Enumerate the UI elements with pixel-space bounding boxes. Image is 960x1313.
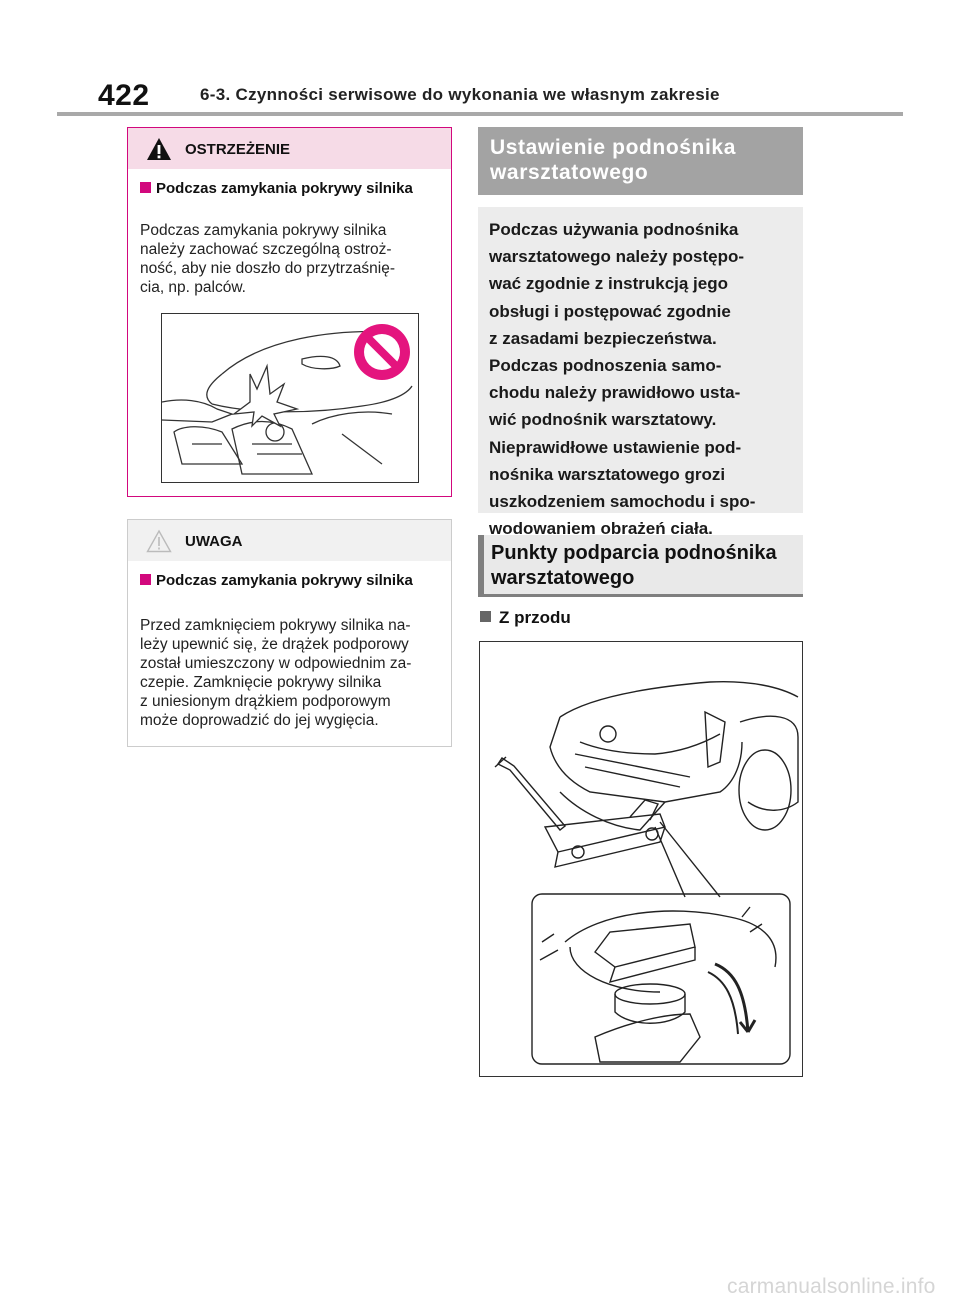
info-box: Podczas używania podnośnika warsztatoweg… [478, 207, 803, 538]
warning-header: OSTRZEŻENIE [128, 128, 451, 169]
floor-jack-drawing [494, 680, 799, 1065]
caution-body: Przed zamknięciem pokrywy silnika na- le… [140, 617, 412, 729]
page-number: 422 [98, 79, 150, 112]
warning-box: OSTRZEŻENIE Podczas zamykania pokrywy si… [127, 127, 452, 497]
caution-header: UWAGA [128, 520, 451, 561]
warning-subheading: Podczas zamykania pokrywy silnika [140, 179, 436, 198]
front-label: Z przodu [480, 608, 571, 628]
watermark: carmanualsonline.info [727, 1275, 936, 1298]
square-bullet-icon [140, 574, 151, 585]
hood-closing-illustration [161, 313, 419, 483]
warning-triangle-icon [147, 138, 171, 160]
section-heading: Ustawienie podnośnika warsztatowego [478, 127, 803, 195]
jack-position-illustration [479, 641, 803, 1077]
square-bullet-icon [140, 182, 151, 193]
caution-subheading: Podczas zamykania pokrywy silnika [140, 571, 436, 590]
square-bullet-icon [480, 611, 491, 622]
prohibited-sign-icon [354, 324, 410, 380]
page-header: 422 6-3. Czynności serwisowe do wykonani… [57, 75, 903, 120]
warning-title: OSTRZEŻENIE [185, 141, 291, 158]
caution-box: UWAGA Podczas zamykania pokrywy silnika … [127, 519, 452, 747]
header-divider [57, 112, 903, 116]
car-hood-drawing [161, 324, 413, 475]
subsection-heading: Punkty podparcia podnośnika warsztatoweg… [478, 535, 803, 597]
caution-title: UWAGA [185, 533, 243, 550]
caution-triangle-outline-icon [146, 529, 172, 553]
section-title: 6-3. Czynności serwisowe do wykonania we… [200, 85, 720, 104]
warning-body: Podczas zamykania pokrywy silnika należy… [140, 222, 396, 296]
